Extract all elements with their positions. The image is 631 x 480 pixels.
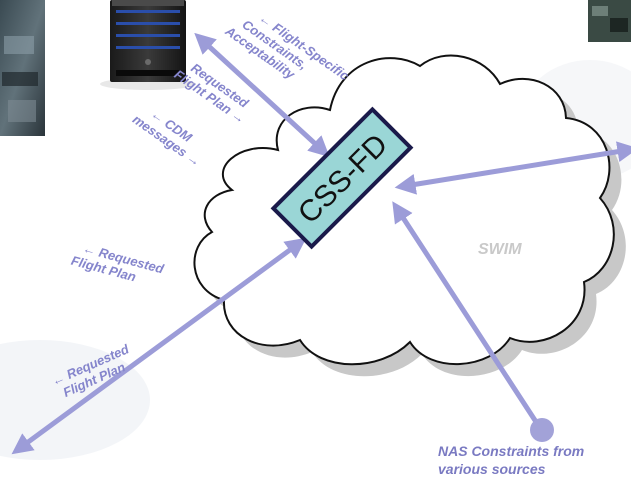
control-room-photo-left [0,0,45,136]
svg-text:NAS Constraints from: NAS Constraints from [438,443,584,459]
nas-source-node [530,418,554,442]
arrows [11,32,631,455]
label-nas-constraints: NAS Constraints from various sources [438,443,584,477]
arrow-cssfd-to-lower-left [11,237,307,455]
label-requested-flight-plan-mid: ← Requested Flight Plan [70,240,167,284]
arrow-cssfd-to-right [394,141,631,195]
arrow-nas-to-cssfd [392,201,543,431]
swim-label: SWIM [478,241,522,258]
swim-cloud [193,54,615,366]
label-cdm-messages: ← CDM messages → [130,106,204,169]
arrow-server-to-cssfd [194,32,330,158]
control-room-photo-right [588,0,631,42]
server-icon [100,0,196,90]
svg-text:various sources: various sources [438,461,546,477]
